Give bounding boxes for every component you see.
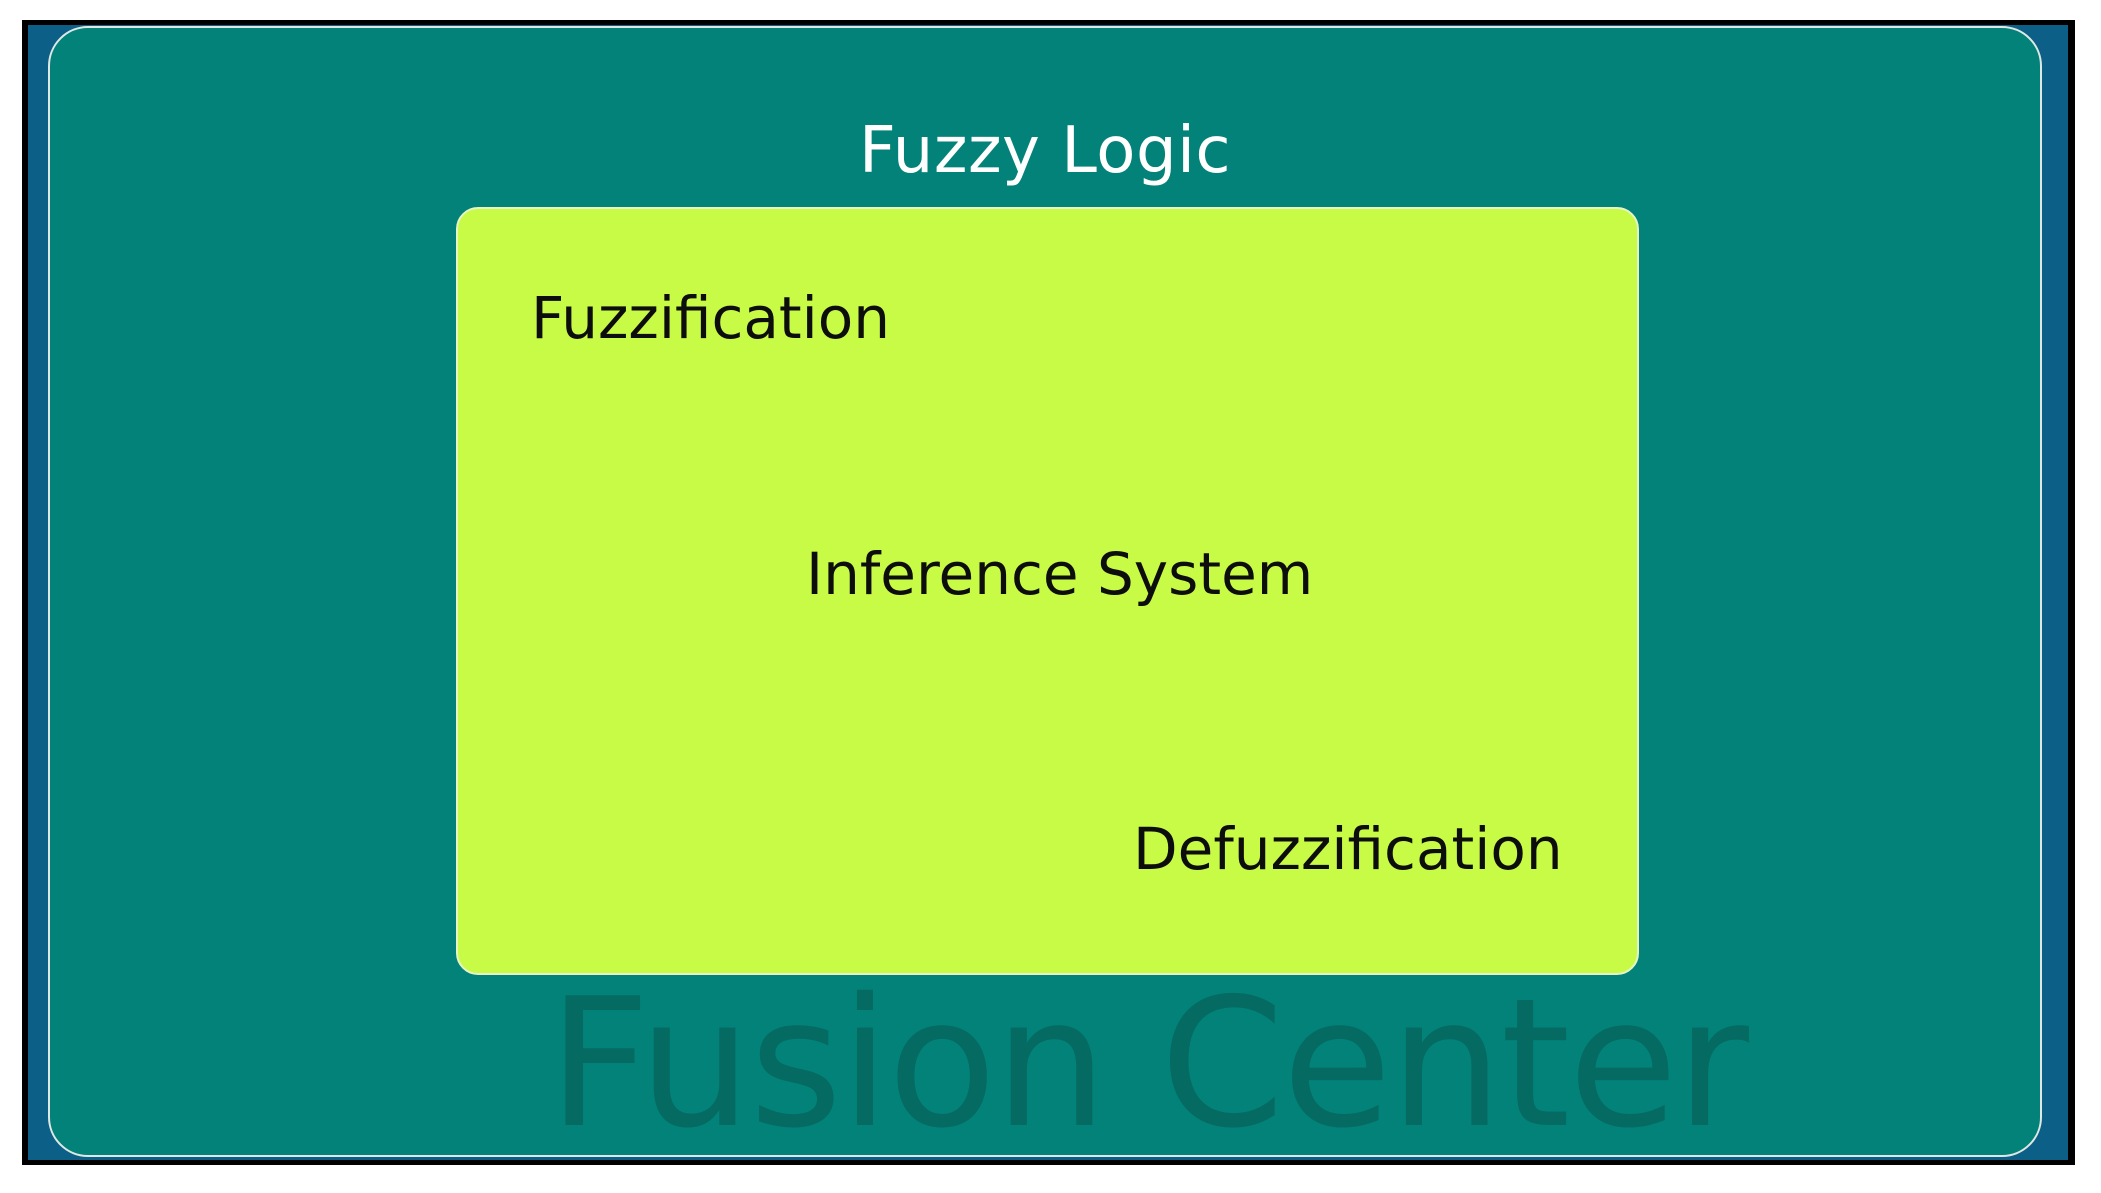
stage-defuzzification: Defuzzification [1133, 815, 1563, 883]
stage-fuzzification: Fuzzification [531, 284, 891, 352]
stage-inference-system: Inference System [806, 540, 1314, 608]
fuzzy-logic-box [456, 207, 1639, 975]
diagram-title: Fuzzy Logic [858, 114, 1232, 188]
fusion-center-label: Fusion Center [548, 960, 1749, 1167]
